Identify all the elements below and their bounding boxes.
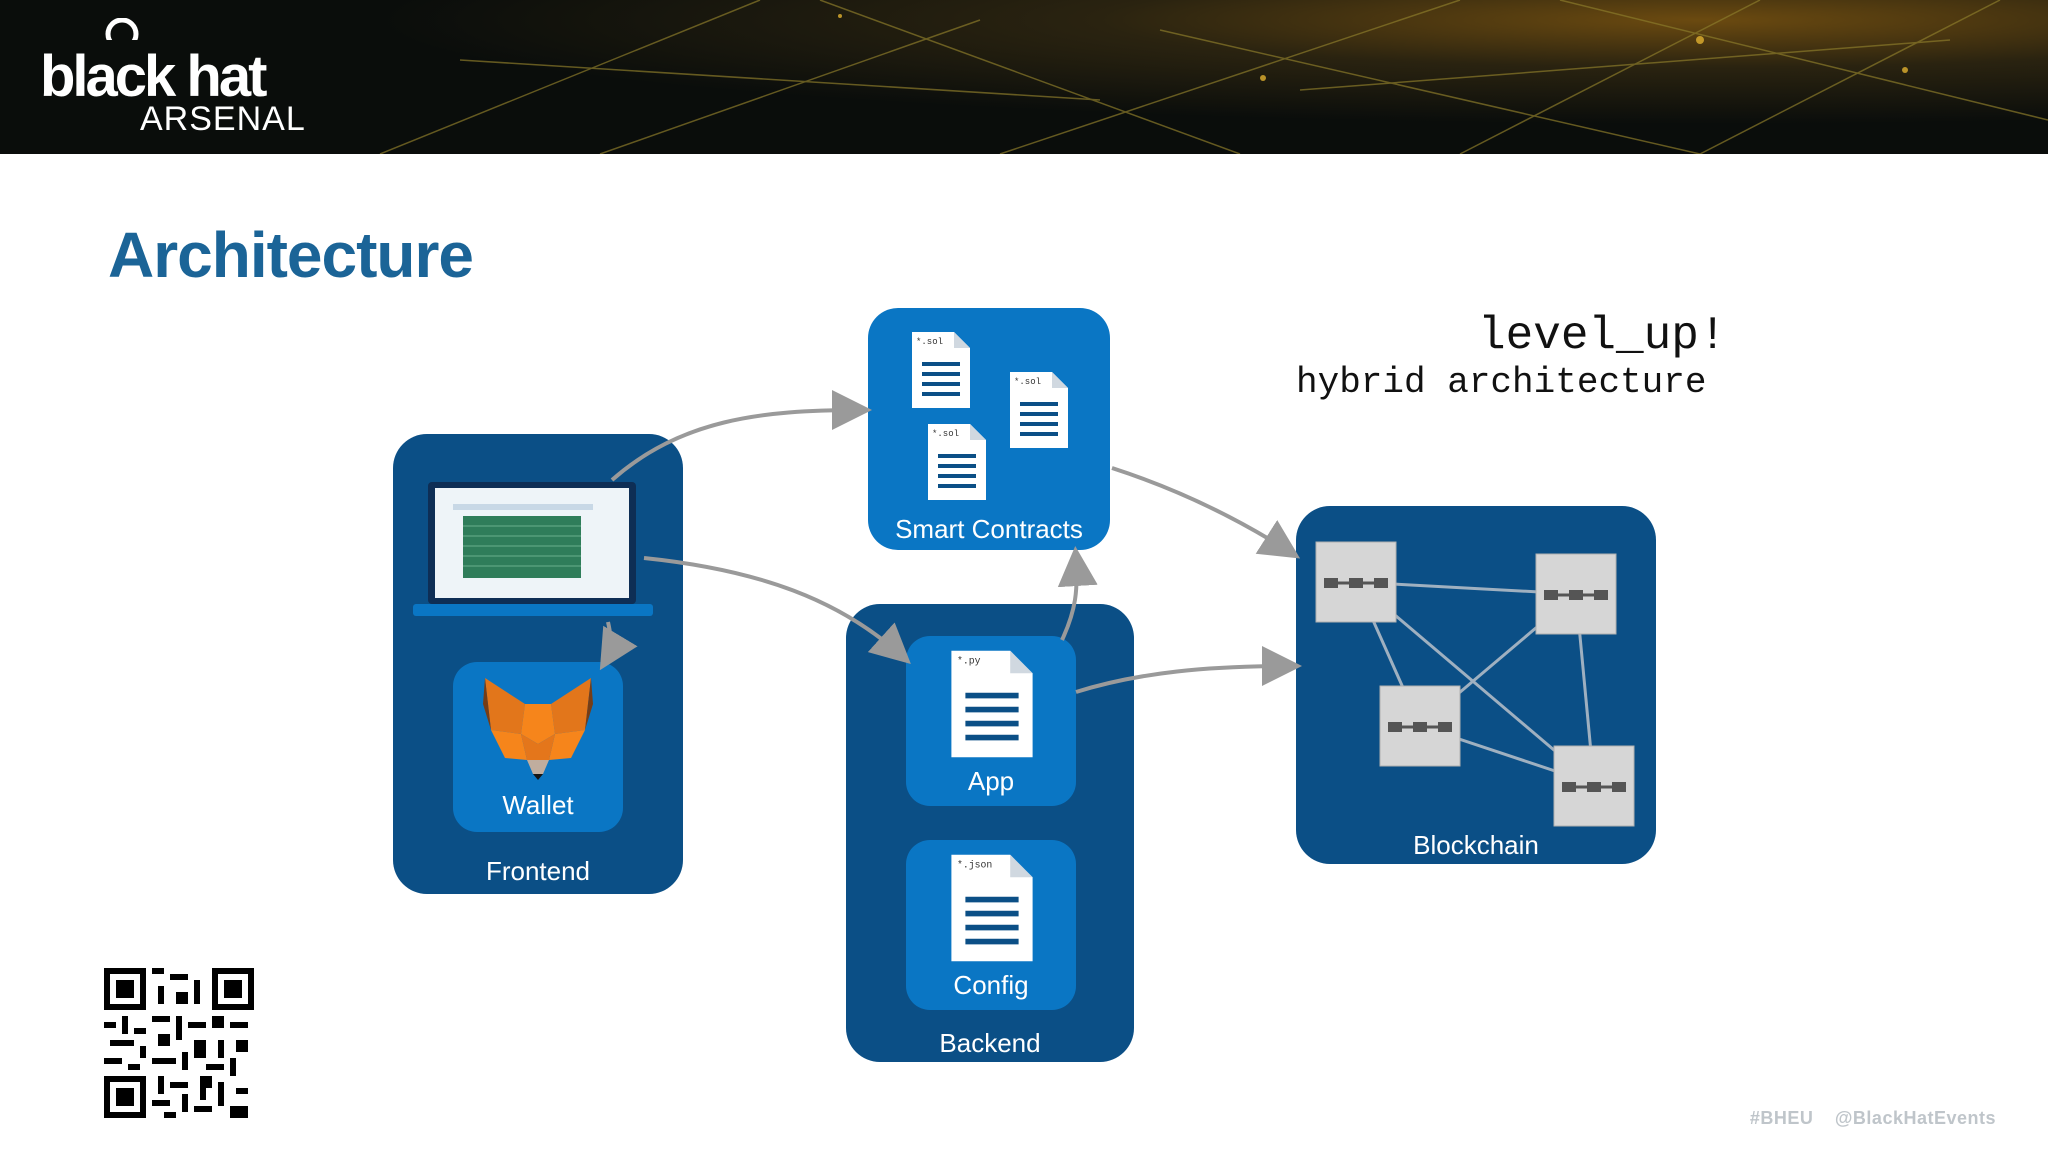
- arrow-frontend-to-smart-contracts: [610, 390, 872, 482]
- footer-social: #BHEU @BlackHatEvents: [1734, 1108, 1996, 1129]
- sol-file-icon: *.sol: [1010, 372, 1068, 448]
- tagline-hybrid-architecture: hybrid architecture: [1296, 362, 1707, 403]
- sol-file-icon: *.sol: [928, 424, 986, 500]
- app-label: App: [967, 766, 1015, 796]
- tagline-level-up: level_up!: [1478, 310, 1727, 362]
- blockchain-label: Blockchain: [1413, 830, 1539, 860]
- qr-code[interactable]: [104, 968, 254, 1118]
- config-label: Config: [953, 970, 1029, 1000]
- arrow-app-to-blockchain: [1075, 646, 1302, 694]
- smart-contracts-label: Smart Contracts: [895, 514, 1083, 544]
- logo-wordmark: black hat: [40, 44, 267, 109]
- json-file-icon: *.json: [951, 854, 1033, 962]
- sol-ext-label: *.sol: [1014, 377, 1041, 387]
- header-banner: black hat ARSENAL: [0, 0, 2048, 154]
- spy-hat-logo-icon: [105, 18, 139, 54]
- sol-ext-label: *.sol: [916, 337, 943, 347]
- arrow-smart-contracts-to-blockchain: [1111, 466, 1301, 559]
- arrow-laptop-to-wallet: [599, 621, 638, 671]
- chain-node: [1535, 553, 1617, 635]
- backend-box: *.py App *.json Config Backend: [846, 604, 1134, 1062]
- banner-background-graphic: [379, 0, 2048, 154]
- metamask-fox-icon: [483, 678, 593, 780]
- footer-hashtag: #BHEU: [1749, 1108, 1814, 1128]
- footer-handle: @BlackHatEvents: [1834, 1108, 1996, 1128]
- backend-label: Backend: [939, 1028, 1041, 1058]
- slide-title: Architecture: [108, 219, 474, 291]
- sol-ext-label: *.sol: [932, 429, 959, 439]
- blockchain-box: Blockchain: [1296, 506, 1656, 864]
- wallet-box: Wallet: [453, 662, 623, 832]
- chain-node: [1379, 685, 1461, 767]
- chain-node: [1553, 745, 1635, 827]
- config-box: *.json Config: [906, 840, 1076, 1010]
- laptop-screenshot-icon: [413, 482, 653, 616]
- frontend-label: Frontend: [485, 856, 591, 886]
- chain-node: [1315, 541, 1397, 623]
- logo-arsenal: ARSENAL: [140, 100, 306, 138]
- arrow-frontend-to-app: [643, 556, 911, 665]
- sol-file-icon: *.sol: [912, 332, 970, 408]
- json-ext-label: *.json: [957, 859, 992, 870]
- smart-contracts-box: *.sol *.sol *.sol Smart Contracts: [868, 308, 1110, 550]
- py-ext-label: *.py: [957, 655, 981, 666]
- app-box: *.py App: [906, 636, 1076, 806]
- wallet-label: Wallet: [502, 790, 574, 820]
- blockchain-network-graphic: [1315, 541, 1635, 827]
- arrow-app-to-smart-contracts: [1057, 546, 1098, 641]
- py-file-icon: *.py: [951, 650, 1033, 758]
